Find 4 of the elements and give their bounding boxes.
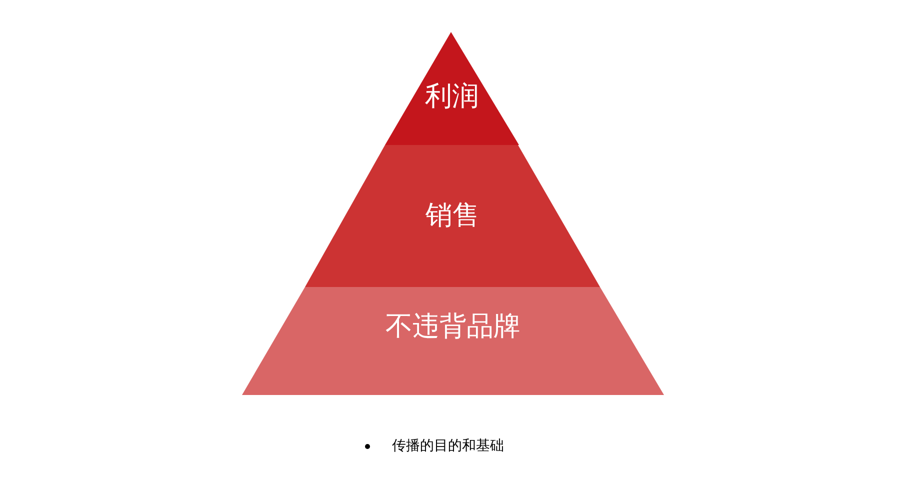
band-label: 利润 xyxy=(424,80,480,114)
band-label: 不违背品牌 xyxy=(384,310,522,344)
band-label: 销售 xyxy=(424,199,480,233)
bullet-text: 传播的目的和基础 xyxy=(392,437,504,455)
